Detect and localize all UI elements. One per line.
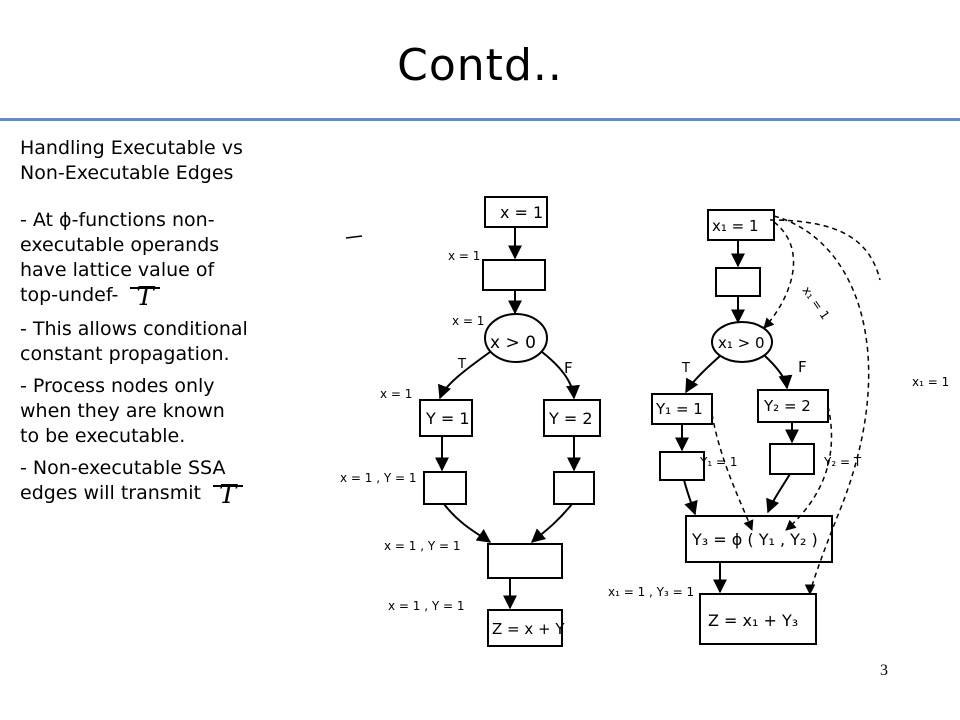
left-node-empty-1: [482, 259, 546, 291]
left-edge-label-5: x = 1 , Y = 1: [384, 539, 461, 553]
ssa-edge-x1-to-cond: [763, 221, 795, 329]
left-n4-label: Y = 1: [425, 409, 470, 428]
bullet-phi-functions: - At ϕ-functions non- executable operand…: [20, 209, 220, 312]
left-edge-label-6: x = 1 , Y = 1: [388, 599, 465, 613]
right-ssa-label-4: Y₂ = T: [823, 455, 862, 469]
right-n3-label: x₁ > 0: [718, 334, 765, 352]
bullet-non-executable-ssa: - Non-executable SSA edges will transmit…: [20, 456, 340, 508]
left-node-y2: [543, 399, 601, 437]
right-n8-label: Y₃ = ϕ ( Y₁ , Y₂ ): [691, 530, 818, 549]
left-edge-label-3: x = 1: [380, 387, 412, 401]
left-edge-label-4: x = 1 , Y = 1: [340, 471, 417, 485]
top-symbol: T: [136, 282, 154, 312]
right-n9-label: Z = x₁ + Y₃: [708, 611, 798, 630]
right-cfg: [651, 209, 833, 645]
left-node-join: [487, 543, 563, 579]
left-n3-label: x > 0: [490, 333, 536, 353]
left-node-condition: [484, 313, 548, 363]
right-node-phi: [685, 515, 833, 563]
ssa-edge-y1-to-phi: [711, 413, 754, 531]
right-ssa-label-2: x₁ = 1: [912, 375, 949, 389]
top-symbol-bar: [130, 287, 161, 289]
cfg-diagram: x = 1 x > 0 Y = 1 Y = 2 Z = x + Y x = 1 …: [340, 196, 949, 647]
bullet-process-nodes: - Process nodes only when they are known…: [20, 375, 225, 447]
slide-title: Contd..: [397, 40, 563, 91]
right-edge-label-bottom: x₁ = 1 , Y₃ = 1: [608, 585, 694, 599]
heading-line-2: Non-Executable Edges: [20, 162, 234, 184]
top-symbol-bar: [212, 485, 243, 487]
left-node-empty-3: [553, 471, 595, 505]
right-node-z-assign: [699, 593, 817, 645]
ssa-edge-x1-upper: [769, 219, 881, 281]
left-edge-label-1: x = 1: [448, 249, 480, 263]
left-branch-false: F: [564, 359, 573, 377]
title-divider: [0, 118, 960, 121]
right-node-condition: [711, 321, 773, 363]
right-branch-false: F: [798, 358, 807, 376]
right-node-empty-3: [769, 443, 815, 475]
right-ssa-label-1: x₁ = 1: [800, 284, 833, 323]
right-node-x1-assign: [707, 209, 775, 241]
left-node-y1: [419, 399, 473, 437]
page-number: 3: [880, 662, 888, 679]
right-ssa-label-3: Y₁ = 1: [699, 455, 737, 469]
left-n9-label: Z = x + Y: [492, 620, 565, 638]
bullet-conditional-propagation: - This allows conditional constant propa…: [20, 318, 248, 365]
right-n5-label: Y₂ = 2: [763, 397, 811, 415]
top-symbol: T: [218, 480, 237, 510]
left-text-block: Handling Executable vs Non-Executable Ed…: [20, 136, 340, 508]
right-n4-label: Y₁ = 1: [655, 400, 703, 418]
left-n1-label: x = 1: [500, 203, 543, 222]
ssa-edges: [711, 215, 881, 596]
right-n1-label: x₁ = 1: [712, 217, 759, 235]
left-cfg: [419, 196, 601, 647]
stray-mark: [345, 235, 363, 239]
left-branch-true: T: [457, 357, 466, 372]
left-node-z-assign: [487, 609, 563, 647]
right-node-empty-1: [715, 267, 761, 297]
heading-line-1: Handling Executable vs: [20, 137, 243, 159]
ssa-edge-y2-to-phi: [785, 405, 833, 531]
left-node-empty-2: [423, 471, 467, 505]
right-branch-true: T: [681, 361, 690, 376]
right-node-empty-2: [659, 451, 705, 481]
left-n5-label: Y = 2: [548, 409, 593, 428]
left-edge-label-2: x = 1: [452, 314, 484, 328]
